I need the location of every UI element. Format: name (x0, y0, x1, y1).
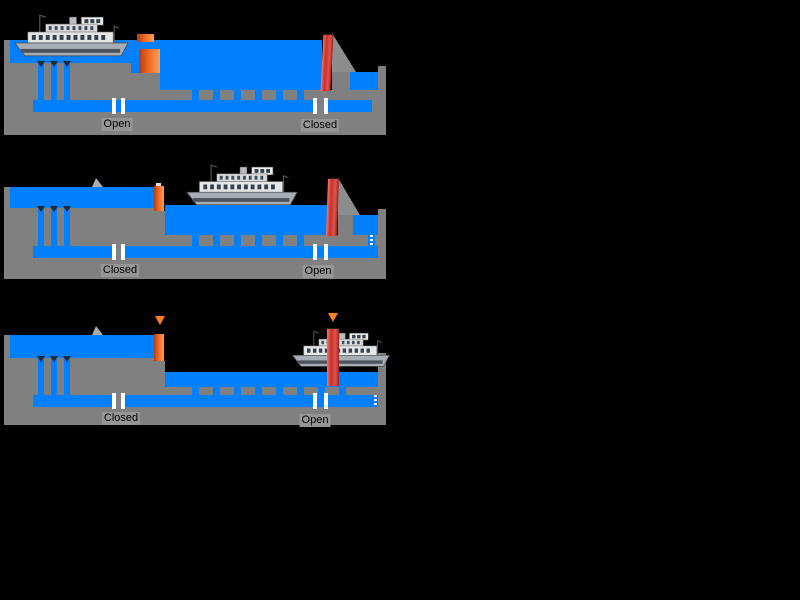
right-valve-label: Open (302, 265, 334, 278)
upper-gate-open-recessed (139, 49, 160, 73)
gate-sill (328, 235, 338, 246)
chamber-floor (165, 387, 178, 395)
right-culvert-valve-wall (324, 244, 328, 260)
ship (184, 162, 300, 207)
outlet-grating-icon (370, 235, 373, 246)
right-culvert-valve-wall (324, 393, 328, 409)
intake-channel (38, 63, 44, 100)
lower-water (350, 72, 378, 90)
right-valve-label: Open (299, 414, 331, 427)
right-bank (378, 353, 386, 407)
left-culvert-valve-closed (116, 244, 121, 260)
flow-arrow-icon (37, 206, 45, 212)
intake-channel (64, 358, 70, 395)
upper-gate-sill (154, 211, 165, 258)
lower-gate-open (327, 328, 339, 386)
culvert (33, 100, 372, 112)
intake-channel (38, 208, 44, 246)
panel-stage-3: Closed Open (0, 295, 400, 430)
left-bank-edge (4, 335, 10, 425)
lower-water (353, 215, 378, 235)
left-culvert-valve-wall (121, 98, 125, 114)
left-culvert-valve-wall (121, 393, 125, 409)
upper-gate-closed (154, 186, 164, 211)
left-valve-label: Closed (101, 412, 141, 425)
upper-gate-open-leaf (137, 34, 154, 42)
chamber-floor-ports (178, 90, 312, 100)
ground-bottom (4, 112, 386, 135)
gate-motion-arrow-icon (328, 313, 338, 322)
upper-gate-top (156, 183, 161, 186)
left-culvert-valve-wall (112, 98, 116, 114)
intake-channel (51, 358, 57, 395)
right-culvert-valve-wall (324, 98, 328, 114)
right-valve-label: Closed (300, 119, 340, 132)
ship (12, 12, 131, 58)
intake-channel (64, 63, 70, 100)
left-culvert-valve-wall (112, 244, 116, 260)
left-bank-edge (4, 187, 10, 279)
lower-water (165, 372, 378, 387)
chamber-water (165, 205, 328, 235)
gate-recess-pillar (131, 73, 160, 100)
buoy-marker-icon (92, 326, 103, 335)
flow-arrow-icon (50, 206, 58, 212)
chamber-floor (165, 235, 178, 246)
flow-arrow-icon (50, 356, 58, 362)
lower-gate-abutment (332, 33, 356, 72)
gate-sill (322, 90, 332, 100)
upper-water (10, 335, 154, 358)
flow-arrow-icon (37, 356, 45, 362)
chamber-floor-ports (178, 387, 360, 395)
upper-water (10, 187, 154, 208)
lower-gate-closed (325, 178, 340, 236)
left-culvert-valve-wall (121, 244, 125, 260)
ship (290, 324, 392, 373)
right-bank-top (378, 209, 386, 215)
chamber-floor-ports (178, 235, 312, 246)
buoy-marker-icon (92, 178, 103, 187)
flow-arrow-icon (50, 61, 58, 67)
flow-arrow-icon (63, 356, 71, 362)
intake-channel (51, 63, 57, 100)
left-culvert-valve-closed (116, 393, 121, 409)
outlet-grating-icon (374, 395, 377, 407)
panel-stage-2: Closed Open (0, 146, 400, 286)
right-bank-top (378, 66, 386, 72)
chamber-floor (360, 387, 378, 395)
right-culvert-valve-wall (313, 393, 317, 409)
left-culvert-valve-wall (112, 393, 116, 409)
upper-gate-closed (154, 334, 164, 361)
upper-gate-sill (154, 361, 165, 407)
right-culvert-valve-wall (313, 244, 317, 260)
flow-arrow-icon (63, 206, 71, 212)
left-valve-label: Closed (100, 264, 140, 277)
right-culvert-valve-wall (313, 98, 317, 114)
gate-motion-arrow-icon (155, 316, 165, 325)
chamber-floor (312, 90, 322, 100)
intake-channel (38, 358, 44, 395)
flow-arrow-icon (63, 61, 71, 67)
chamber-water (131, 63, 322, 90)
left-bank-edge (4, 40, 10, 135)
intake-channel (51, 208, 57, 246)
panel-stage-1: Open Closed (0, 0, 400, 150)
flow-arrow-icon (37, 61, 45, 67)
left-valve-label: Open (101, 118, 133, 131)
intake-channel (64, 208, 70, 246)
right-culvert-valve-closed (317, 98, 324, 114)
ground-bottom (4, 258, 386, 279)
ground-bottom (4, 407, 386, 425)
chamber-floor (312, 235, 328, 246)
lower-gate-abutment (338, 178, 360, 215)
